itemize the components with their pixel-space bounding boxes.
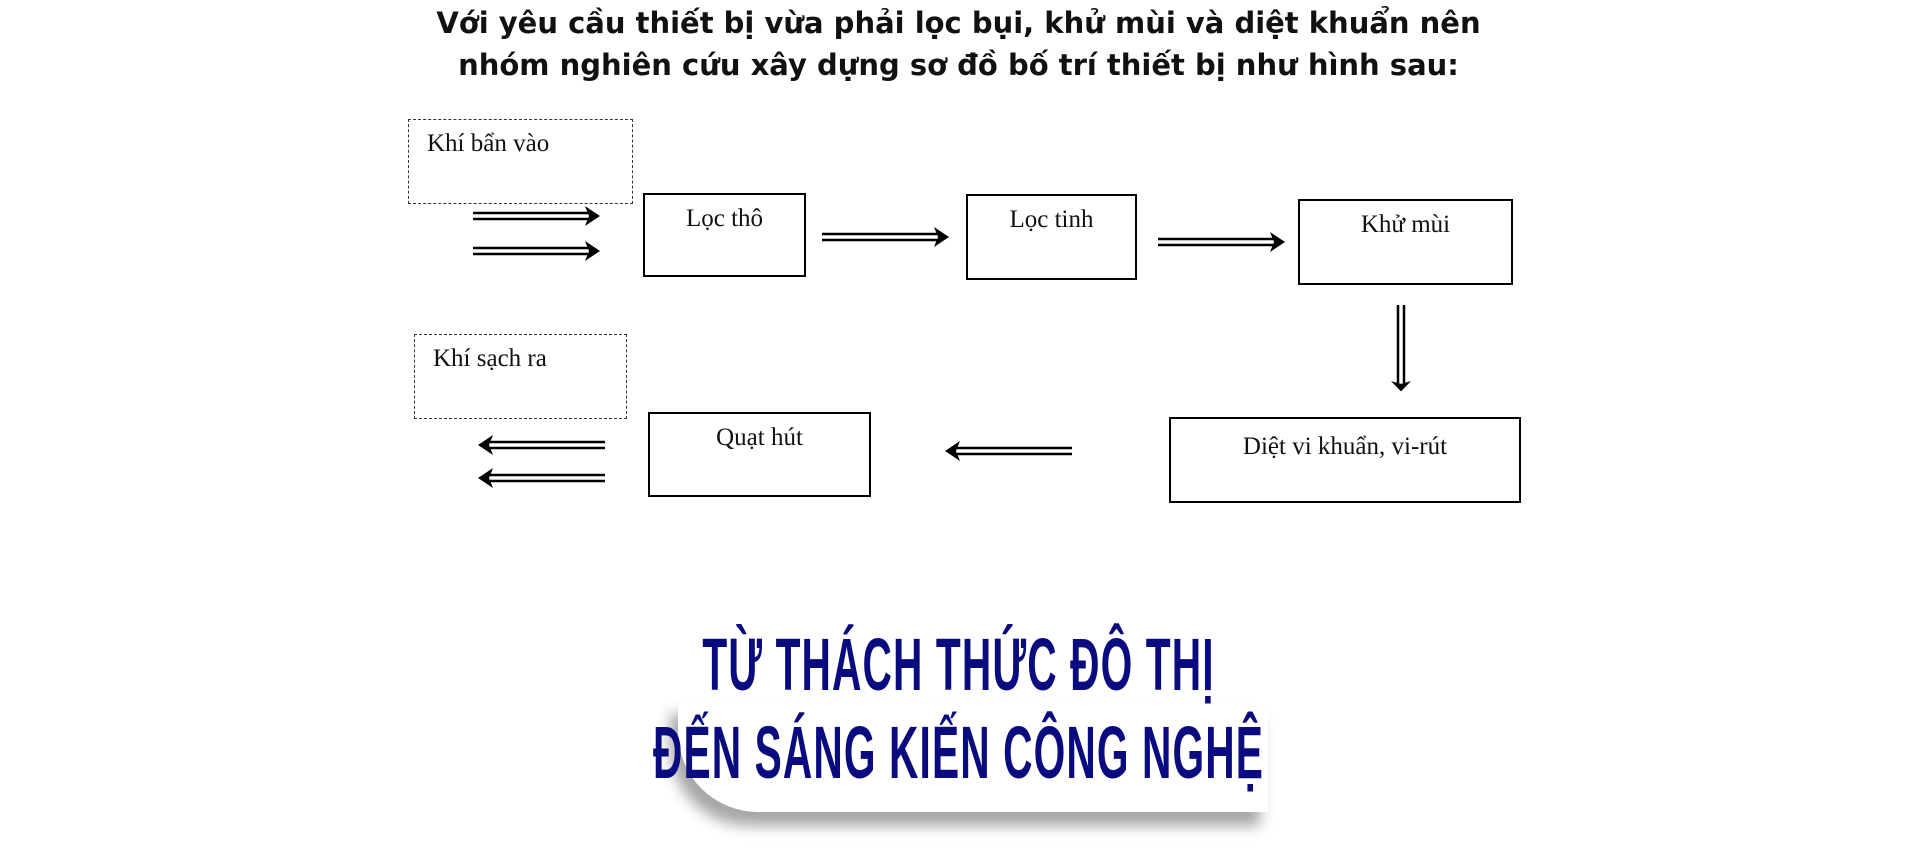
intro-line-1: Với yêu cầu thiết bị vừa phải lọc bụi, k… (436, 6, 1481, 40)
output-box: Khí sạch ra (414, 334, 627, 419)
arrow-loc-tinh-to-khu-mui (1156, 230, 1287, 254)
arrow-in-2 (471, 239, 602, 263)
arrow-out-2 (476, 466, 607, 490)
step-diet-khuan: Diệt vi khuẩn, vi-rút (1169, 417, 1521, 503)
heading-card (678, 700, 1268, 812)
arrow-khu-mui-down (1389, 303, 1413, 393)
arrow-diet-to-quat (943, 439, 1074, 463)
input-box: Khí bẩn vào (408, 119, 633, 204)
intro-line-2: nhóm nghiên cứu xây dựng sơ đồ bố trí th… (458, 48, 1459, 82)
heading-line-1: TỪ THÁCH THỨC ĐÔ THỊ (702, 623, 1215, 706)
step-khu-mui: Khử mùi (1298, 199, 1513, 285)
step-loc-tinh: Lọc tinh (966, 194, 1137, 280)
step-loc-tho: Lọc thô (643, 193, 806, 277)
arrow-loc-tho-to-loc-tinh (820, 225, 951, 249)
heading-line-2: ĐẾN SÁNG KIẾN CÔNG NGHỆ (653, 711, 1264, 794)
step-quat-hut: Quạt hút (648, 412, 871, 497)
arrow-in-1 (471, 204, 602, 228)
arrow-out-1 (476, 433, 607, 457)
